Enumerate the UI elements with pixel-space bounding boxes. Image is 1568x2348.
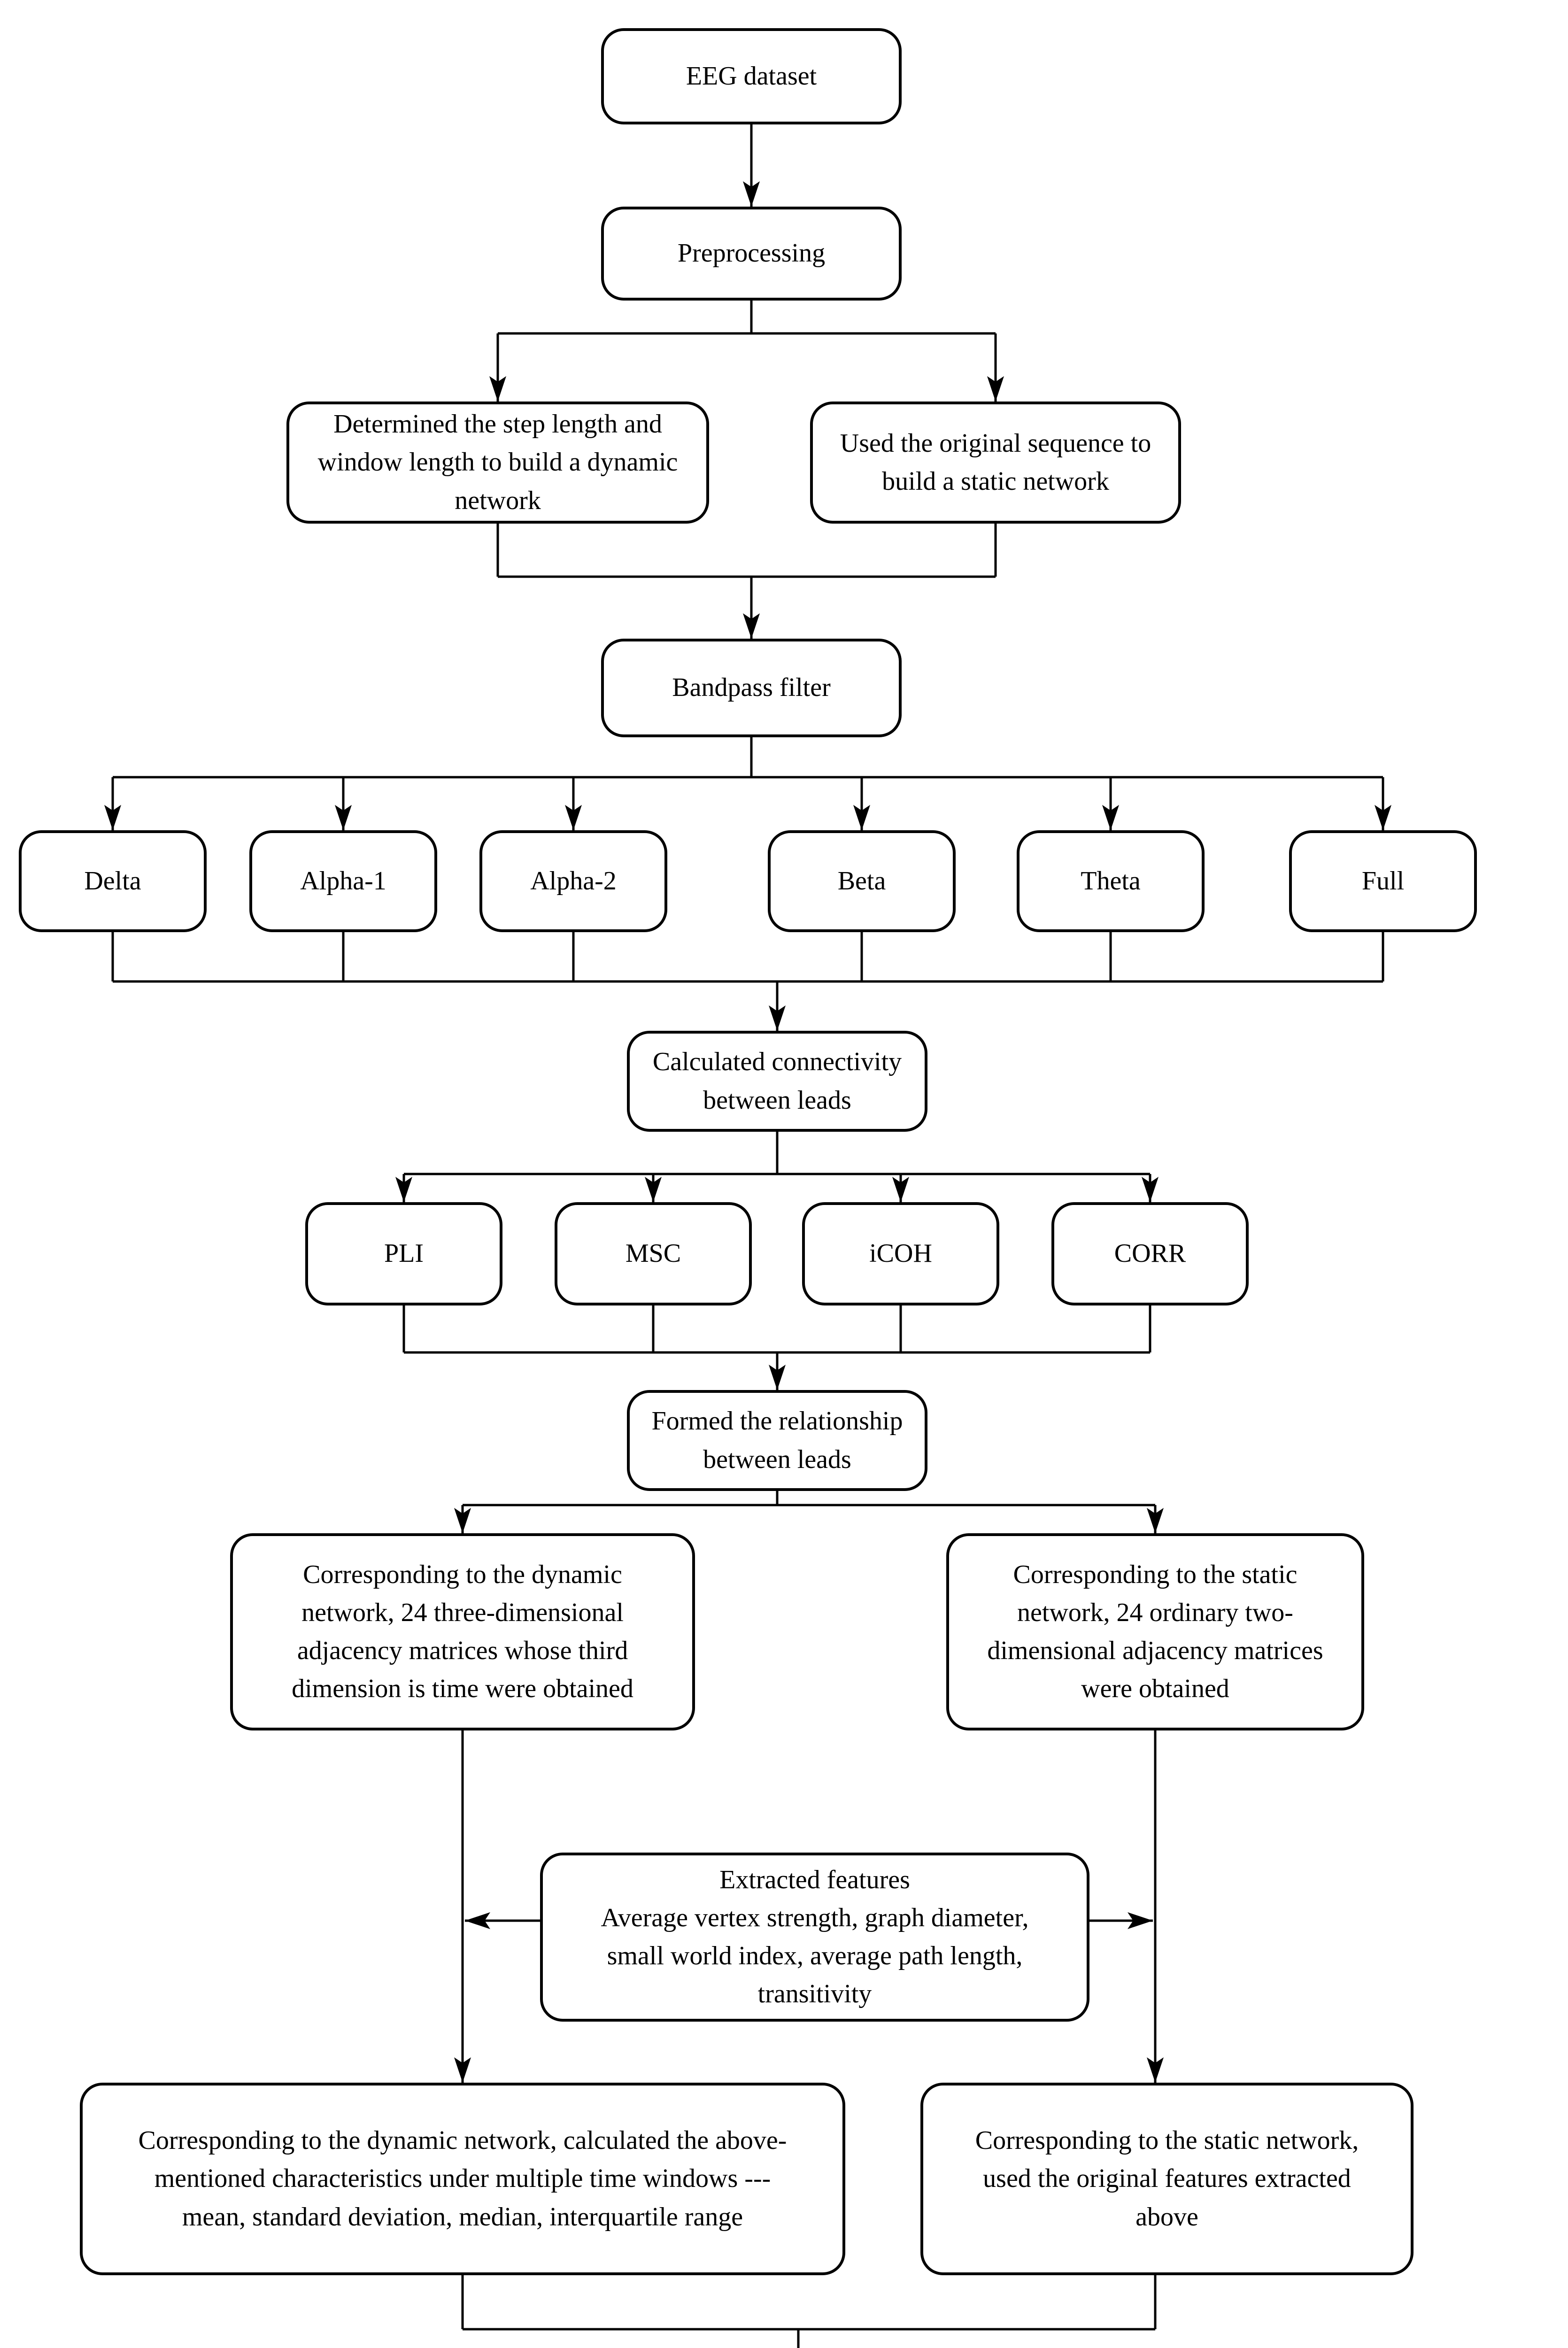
node-band-full: Full: [1289, 830, 1477, 932]
node-connectivity: Calculated connectivity between leads: [627, 1031, 927, 1132]
node-bandpass-filter: Bandpass filter: [601, 639, 902, 737]
node-eeg-dataset: EEG dataset: [601, 28, 902, 124]
node-dynamic-matrices: Corresponding to the dynamic network, 24…: [230, 1533, 695, 1730]
node-dynamic-features: Corresponding to the dynamic network, ca…: [80, 2083, 845, 2275]
node-measure-corr: CORR: [1051, 1202, 1249, 1305]
node-static-build: Used the original sequence to build a st…: [810, 402, 1181, 524]
node-measure-msc: MSC: [555, 1202, 752, 1305]
node-dynamic-build: Determined the step length and window le…: [286, 402, 709, 524]
node-measure-pli: PLI: [305, 1202, 502, 1305]
node-band-delta: Delta: [19, 830, 207, 932]
node-formed-relationship: Formed the relationship between leads: [627, 1390, 927, 1491]
node-band-theta: Theta: [1017, 830, 1205, 932]
node-band-alpha1: Alpha-1: [249, 830, 437, 932]
node-measure-icoh: iCOH: [802, 1202, 999, 1305]
connectors: [104, 124, 1391, 2348]
node-band-beta: Beta: [768, 830, 956, 932]
node-static-features: Corresponding to the static network, use…: [920, 2083, 1414, 2275]
node-band-alpha2: Alpha-2: [479, 830, 667, 932]
node-static-matrices: Corresponding to the static network, 24 …: [946, 1533, 1364, 1730]
node-extracted-features: Extracted features Average vertex streng…: [540, 1853, 1089, 2022]
node-preprocessing: Preprocessing: [601, 207, 902, 301]
